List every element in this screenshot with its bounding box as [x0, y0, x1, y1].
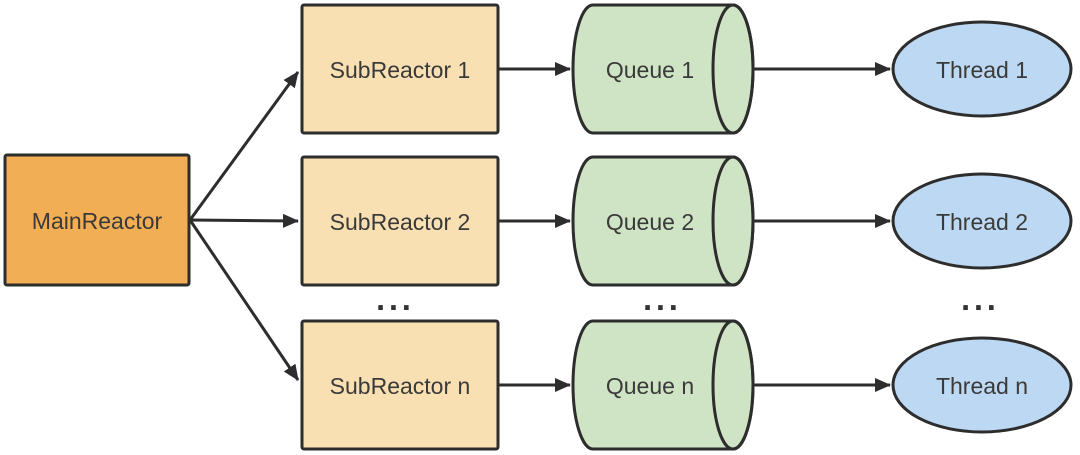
edge-mainreactor-to-subreactor-2	[189, 213, 299, 228]
thread-1-label: Thread 1	[936, 57, 1028, 83]
sub-reactor-1-label: SubReactor 1	[330, 57, 471, 83]
queue-1-label: Queue 1	[606, 57, 694, 83]
edges	[188, 62, 891, 392]
main-reactor-box	[3, 153, 191, 287]
edge-mainreactor-to-subreactor-1	[188, 71, 300, 221]
thread-2-ellipse	[891, 172, 1073, 270]
queue-2-cylinder-cap	[711, 155, 755, 287]
node-main-reactor: MainReactor	[3, 153, 191, 287]
ellipsis-thread-column: ...	[961, 287, 1000, 317]
main-reactor-label: MainReactor	[32, 208, 163, 234]
thread-2-label: Thread 2	[936, 209, 1028, 235]
sub-reactor-2-box	[300, 155, 500, 287]
thread-n-ellipse	[891, 336, 1073, 434]
row-n: SubReactor n Queue n Thread n	[300, 319, 1073, 451]
sub-reactor-1-box	[300, 3, 500, 135]
thread-1-ellipse	[891, 20, 1073, 118]
queue-n-cylinder-cap	[711, 319, 755, 451]
row-1: SubReactor 1 Queue 1 Thread 1	[300, 3, 1073, 135]
ellipsis-queue-column: ...	[643, 287, 682, 317]
thread-n-label: Thread n	[936, 373, 1028, 399]
queue-n-label: Queue n	[606, 373, 694, 399]
queue-2-label: Queue 2	[606, 209, 694, 235]
row-2: SubReactor 2 Queue 2 Thread 2	[300, 155, 1073, 287]
sub-reactor-n-label: SubReactor n	[330, 373, 471, 399]
ellipsis-row: ... ... ...	[376, 287, 1000, 317]
ellipsis-sub-reactor-column: ...	[376, 287, 415, 317]
sub-reactor-2-label: SubReactor 2	[330, 209, 471, 235]
sub-reactor-n-box	[300, 319, 500, 451]
edge-mainreactor-to-subreactor-n	[188, 219, 300, 381]
queue-1-cylinder-cap	[711, 3, 755, 135]
